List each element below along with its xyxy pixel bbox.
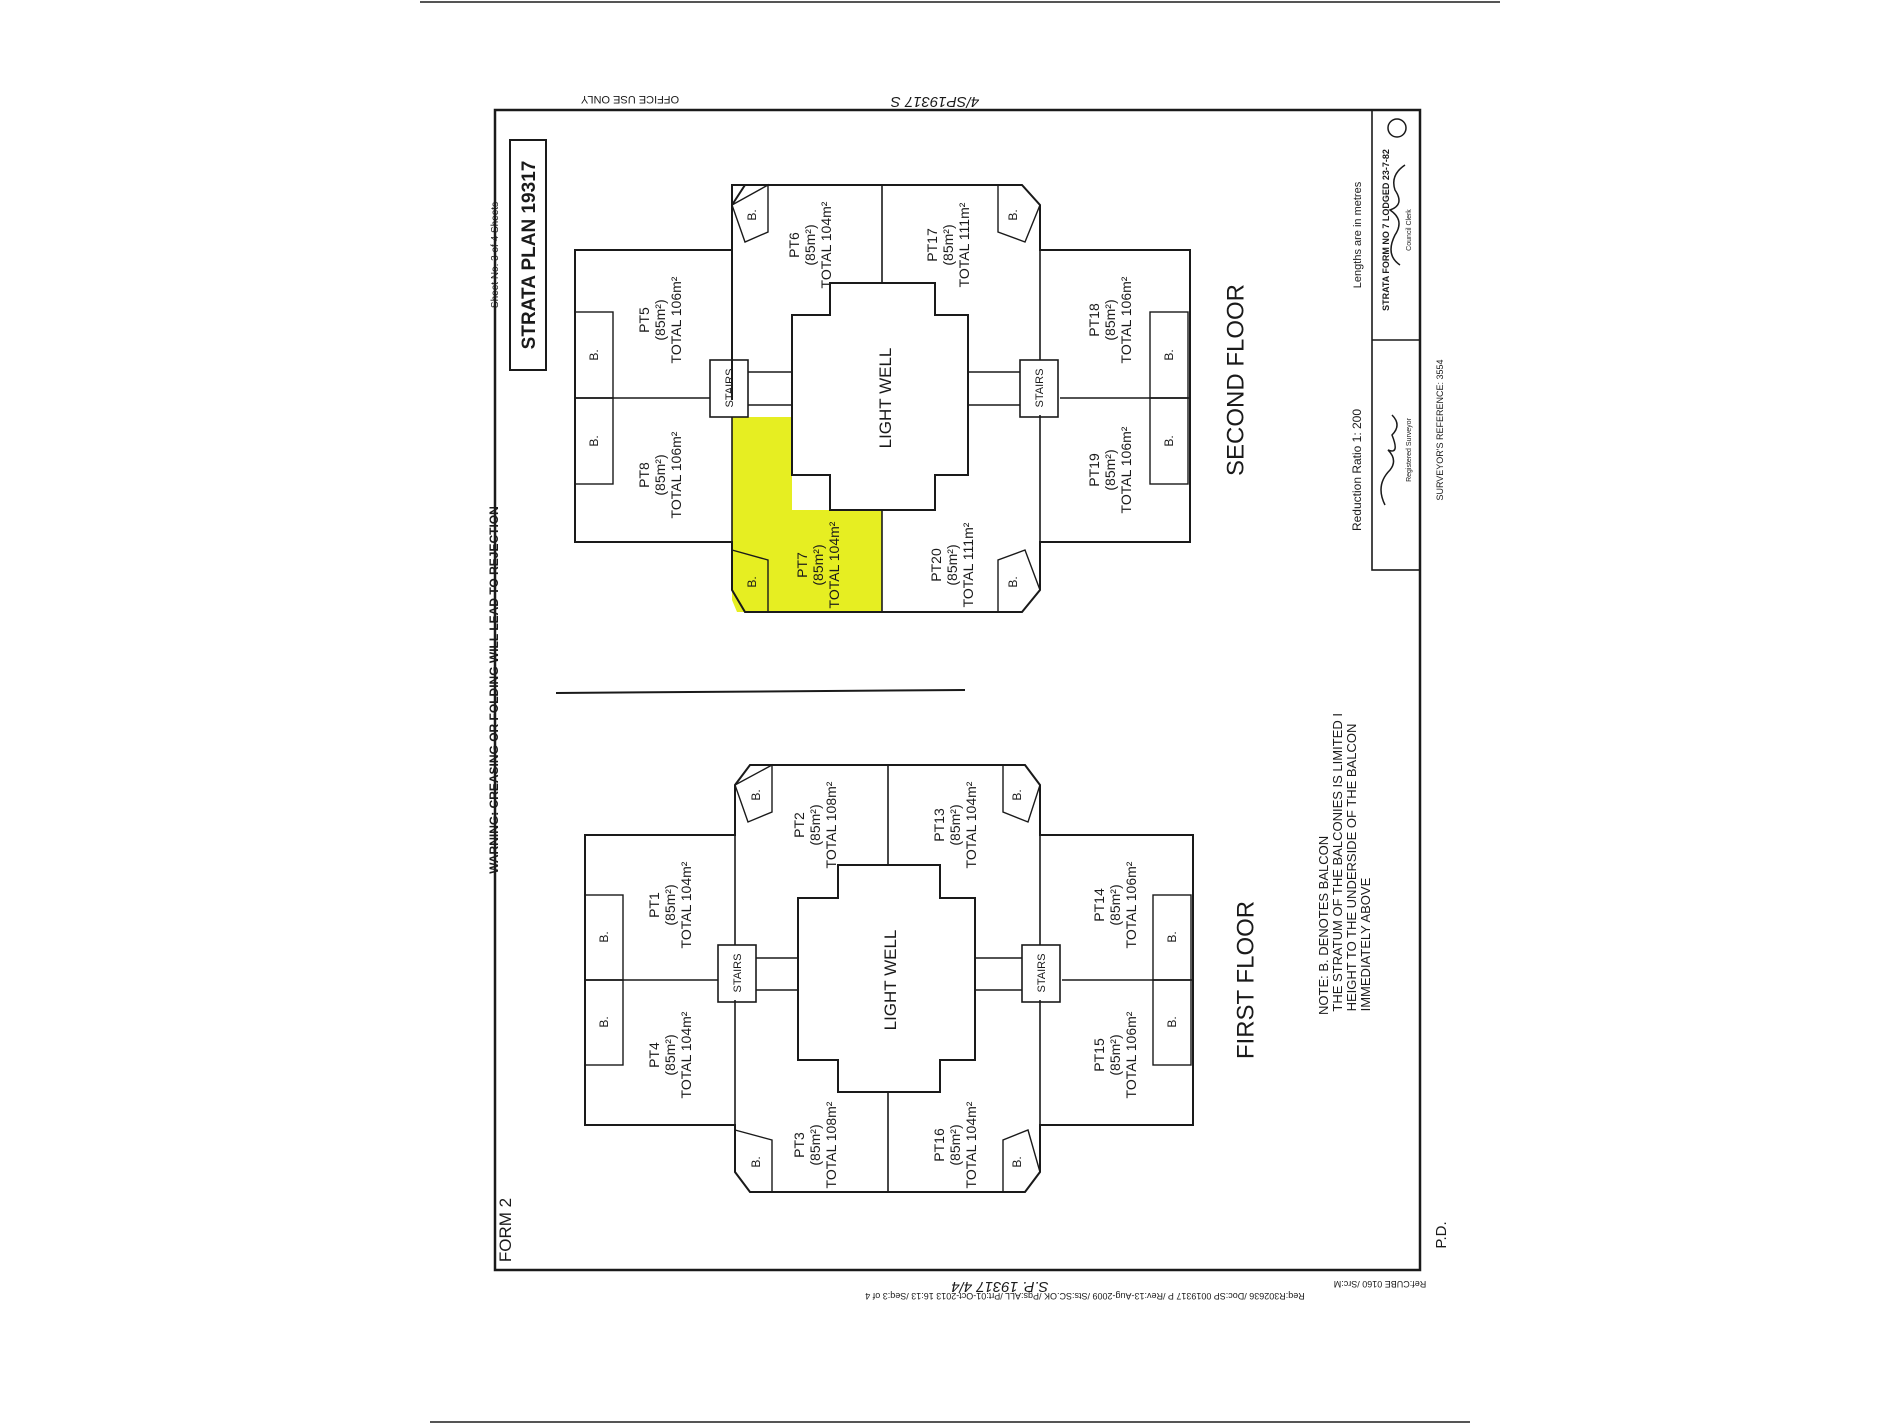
lot-label-pt17: PT17(85m²)TOTAL 111m² xyxy=(924,202,972,287)
floor-divider xyxy=(555,689,966,694)
balcony-pt7 xyxy=(731,549,769,613)
second-floor-balcony-marker: B. xyxy=(1162,349,1176,360)
second-floor-stairs-left-label: STAIRS xyxy=(724,369,736,408)
surveyor-signature xyxy=(1380,414,1398,506)
strata-form-note: STRATA FORM NO 7 LODGED 23-7-82 xyxy=(1381,149,1391,311)
balcony-note-line: HEIGHT TO THE UNDERSIDE OF THE BALCON xyxy=(1344,724,1359,1015)
lot-label-pt15: PT15(85m²)TOTAL 106m² xyxy=(1091,1011,1139,1098)
lot-label-pt8: PT8(85m²)TOTAL 106m² xyxy=(636,431,684,518)
lot-label-pt2: PT2(85m²)TOTAL 108m² xyxy=(791,781,839,868)
first-floor-light-well-label: LIGHT WELL xyxy=(881,930,900,1031)
second-floor-balcony-marker: B. xyxy=(745,576,759,587)
balcony-note-line: IMMEDIATELY ABOVE xyxy=(1358,877,1373,1015)
second-floor-balcony-marker: B. xyxy=(1006,209,1020,220)
lot-label-pt1: PT1(85m²)TOTAL 104m² xyxy=(646,861,694,948)
balcony-pt3 xyxy=(734,1129,773,1193)
lot-label-pt16: PT16(85m²)TOTAL 104m² xyxy=(931,1101,979,1188)
clerk-signature xyxy=(1388,164,1406,266)
balcony-pt19 xyxy=(1149,397,1189,485)
lot-label-pt13: PT13(85m²)TOTAL 104m² xyxy=(931,781,979,868)
first-floor-balcony-marker: B. xyxy=(1165,1016,1179,1027)
handwritten-ref-bottom: S.P. 19317 4/4 xyxy=(951,1278,1048,1295)
registered-surveyor-caption: Registered Surveyor xyxy=(1406,417,1413,481)
second-floor-light-well xyxy=(791,282,969,511)
lot-label-pt18: PT18(85m²)TOTAL 106m² xyxy=(1086,276,1134,363)
second-floor-stairs-right-label: STAIRS xyxy=(1034,369,1046,408)
lot-label-pt3: PT3(85m²)TOTAL 108m² xyxy=(791,1101,839,1188)
first-floor-light-well xyxy=(797,864,976,1093)
second-floor-plan xyxy=(574,183,1191,613)
lot-label-pt20: PT20(85m²)TOTAL 111m² xyxy=(928,522,976,607)
first-floor-balcony-marker: B. xyxy=(597,931,611,942)
first-floor-balcony-marker: B. xyxy=(749,789,763,800)
first-floor-balcony-marker: B. xyxy=(1010,1156,1024,1167)
warning-text: WARNING: CREASING OR FOLDING WILL LEAD T… xyxy=(487,506,501,874)
pd-mark: P.D. xyxy=(1433,1221,1450,1248)
balcony-pt2 xyxy=(734,763,773,823)
first-floor-balcony-marker: B. xyxy=(1165,931,1179,942)
balcony-pt13 xyxy=(1002,764,1041,823)
first-floor-balcony-marker: B. xyxy=(749,1156,763,1167)
first-floor-stairs-left xyxy=(717,944,757,1003)
first-floor-stairs-right-label: STAIRS xyxy=(1036,954,1048,993)
scanner-footer: Req:R302636 /Doc:SP 0019317 P /Rev:13-Au… xyxy=(865,1291,1305,1301)
second-floor-balcony-marker: B. xyxy=(587,349,601,360)
first-floor-balcony-marker: B. xyxy=(1010,789,1024,800)
surveyor-reference: SURVEYOR'S REFERENCE: 3554 xyxy=(1435,359,1445,500)
sheet-border xyxy=(493,108,1422,1272)
second-floor-light-well-label: LIGHT WELL xyxy=(876,348,895,449)
plan-title: STRATA PLAN 19317 xyxy=(519,161,540,350)
first-floor-stairs-right xyxy=(1021,944,1061,1003)
reduction-ratio: Reduction Ratio 1: 200 xyxy=(1350,409,1364,531)
second-floor-balcony-marker: B. xyxy=(1162,435,1176,446)
balcony-pt20 xyxy=(997,549,1041,613)
first-floor-stairs-left-label: STAIRS xyxy=(732,954,744,993)
lengths-note: Lengths are in metres xyxy=(1352,181,1364,288)
balcony-pt8 xyxy=(574,397,614,485)
lot-label-pt5: PT5(85m²)TOTAL 106m² xyxy=(636,276,684,363)
second-floor-balcony-marker: B. xyxy=(745,209,759,220)
form-label: FORM 2 xyxy=(496,1198,515,1262)
first-floor-balcony-marker: B. xyxy=(597,1016,611,1027)
seal-stamp xyxy=(1387,118,1407,138)
second-floor-label: SECOND FLOOR xyxy=(1222,284,1249,476)
lot-label-pt6: PT6(85m²)TOTAL 104m² xyxy=(786,201,834,288)
balcony-pt16 xyxy=(1002,1129,1041,1193)
balcony-pt4 xyxy=(584,979,624,1066)
sheet-number: Sheet No. 3 of 4 Sheets xyxy=(490,202,501,308)
balcony-pt15 xyxy=(1152,979,1192,1066)
office-use-only: OFFICE USE ONLY xyxy=(580,93,679,105)
handwritten-ref-top: 4/SP19317 S xyxy=(891,93,979,110)
first-floor-plan xyxy=(584,763,1194,1193)
lot-label-pt19: PT19(85m²)TOTAL 106m² xyxy=(1086,426,1134,513)
balcony-note-line: THE STRATUM OF THE BALCONIES IS LIMITED … xyxy=(1330,713,1345,1015)
first-floor-label: FIRST FLOOR xyxy=(1232,901,1259,1059)
second-floor-stairs-right xyxy=(1019,359,1059,418)
second-floor-balcony-marker: B. xyxy=(1006,576,1020,587)
lot-label-pt14: PT14(85m²)TOTAL 106m² xyxy=(1091,861,1139,948)
scanner-footer-2: Ref:CUBE 0160 /Src:M xyxy=(1334,1279,1427,1289)
plan-title-box xyxy=(509,139,547,371)
balcony-pt6 xyxy=(731,183,769,243)
council-clerk-caption: Council Clerk xyxy=(1406,209,1413,251)
second-floor-stairs-left xyxy=(709,359,749,418)
lot-label-pt4: PT4(85m²)TOTAL 104m² xyxy=(646,1011,694,1098)
pt7-highlight xyxy=(732,417,882,612)
balcony-note-line: NOTE: B. DENOTES BALCON xyxy=(1316,836,1331,1015)
balcony-note: NOTE: B. DENOTES BALCON THE STRATUM OF T… xyxy=(1316,713,1373,1015)
lot-label-pt7: PT7(85m²)TOTAL 104m² xyxy=(794,521,842,608)
second-floor-balcony-marker: B. xyxy=(587,435,601,446)
balcony-pt17 xyxy=(997,184,1041,243)
